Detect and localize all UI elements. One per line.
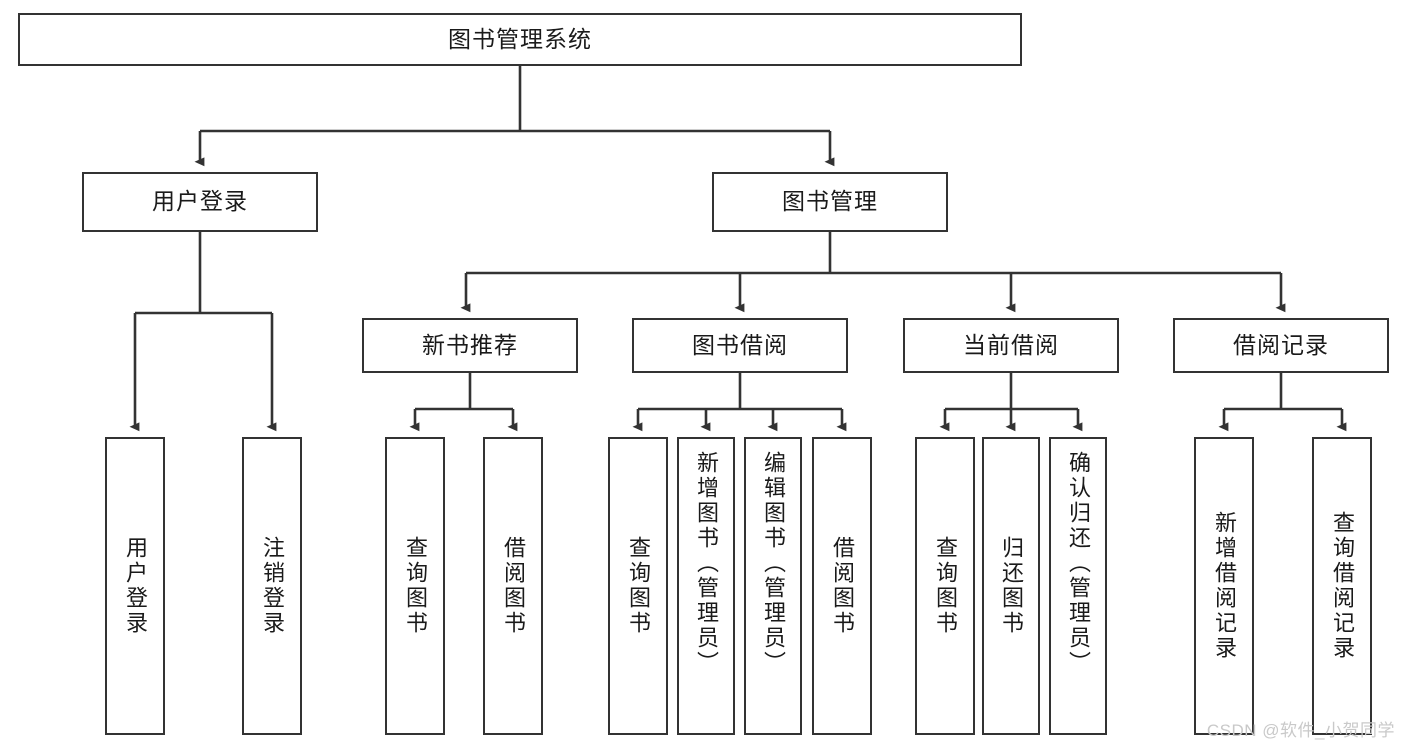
node-label: 确认归还（管理员） [1066,451,1091,676]
leaf-book-borrow-edit-book-admin[interactable]: 编辑图书（管理员） [744,437,802,735]
node-book-management[interactable]: 图书管理 [712,172,948,232]
node-label: 借阅记录 [1233,331,1329,358]
node-label: 查询图书 [403,536,428,636]
node-label: 查询借阅记录 [1330,511,1355,661]
node-label: 用户登录 [152,188,248,215]
leaf-new-book-borrow-book[interactable]: 借阅图书 [483,437,543,735]
node-label: 借阅图书 [830,536,855,636]
leaf-current-borrow-confirm-return-admin[interactable]: 确认归还（管理员） [1049,437,1107,735]
node-label: 图书管理系统 [448,25,592,52]
node-borrow-record[interactable]: 借阅记录 [1173,318,1389,373]
node-label: 注销登录 [260,536,285,636]
node-label: 归还图书 [999,536,1024,636]
node-label: 编辑图书（管理员） [761,451,786,676]
node-label: 图书管理 [782,188,878,215]
node-label: 新增图书（管理员） [694,451,719,676]
leaf-current-borrow-query-book[interactable]: 查询图书 [915,437,975,735]
node-label: 查询图书 [933,536,958,636]
node-current-borrow[interactable]: 当前借阅 [903,318,1119,373]
leaf-borrow-record-add-record[interactable]: 新增借阅记录 [1194,437,1254,735]
node-label: 当前借阅 [963,331,1059,358]
node-book-borrow[interactable]: 图书借阅 [632,318,848,373]
node-label: 查询图书 [626,536,651,636]
leaf-book-borrow-borrow-book[interactable]: 借阅图书 [812,437,872,735]
leaf-book-borrow-add-book-admin[interactable]: 新增图书（管理员） [677,437,735,735]
leaf-book-borrow-query-book[interactable]: 查询图书 [608,437,668,735]
node-label: 用户登录 [123,536,148,636]
node-label: 新书推荐 [422,331,518,358]
node-label: 图书借阅 [692,331,788,358]
node-new-book-recommend[interactable]: 新书推荐 [362,318,578,373]
leaf-current-borrow-return-book[interactable]: 归还图书 [982,437,1040,735]
leaf-new-book-query-book[interactable]: 查询图书 [385,437,445,735]
leaf-user-login-logout[interactable]: 注销登录 [242,437,302,735]
watermark-text: CSDN @软件_小贺同学 [1206,721,1395,740]
node-root-book-management-system[interactable]: 图书管理系统 [18,13,1022,66]
node-user-login[interactable]: 用户登录 [82,172,318,232]
node-label: 新增借阅记录 [1212,511,1237,661]
leaf-user-login-login[interactable]: 用户登录 [105,437,165,735]
node-label: 借阅图书 [501,536,526,636]
leaf-borrow-record-query-record[interactable]: 查询借阅记录 [1312,437,1372,735]
